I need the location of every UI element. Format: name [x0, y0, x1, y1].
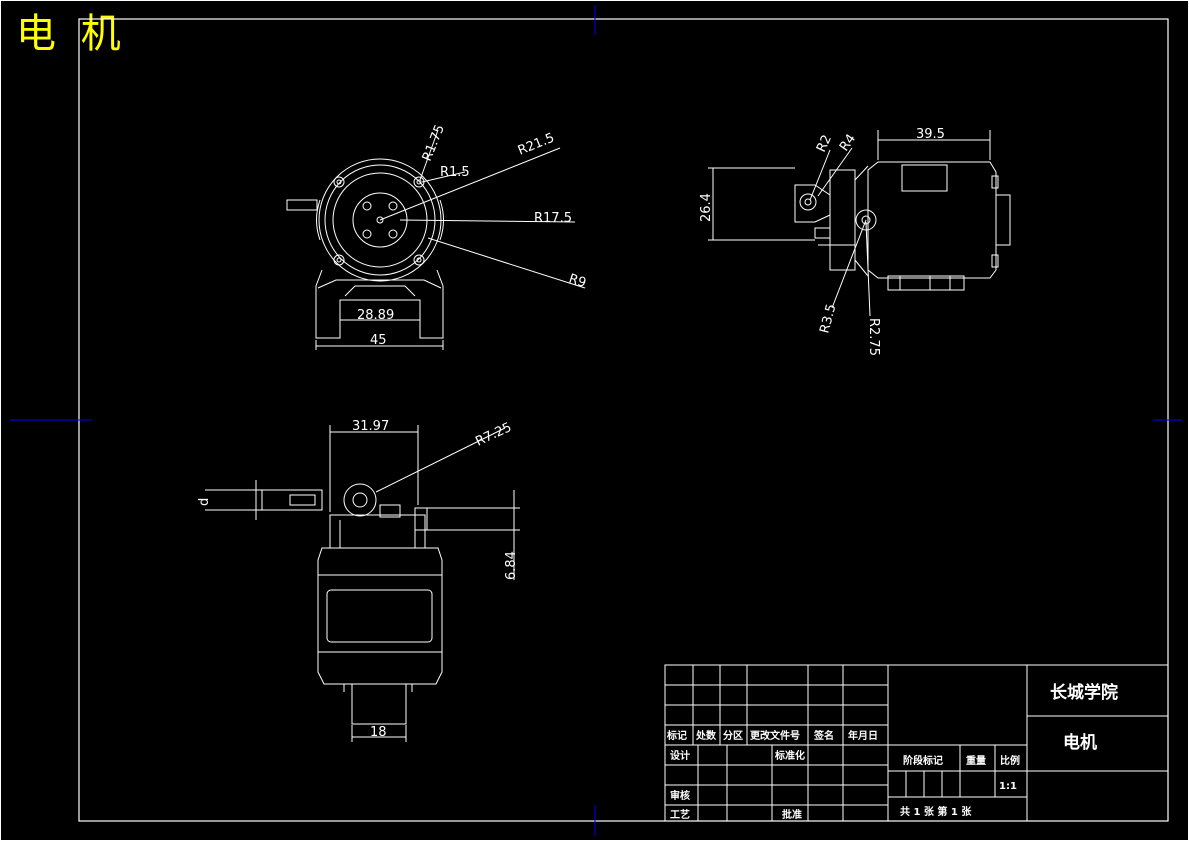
dim-d: d — [197, 498, 212, 506]
dim-r275: R2.75 — [866, 318, 881, 356]
dim-r725: R7.25 — [473, 420, 514, 450]
tb-sign: 签名 — [813, 729, 834, 742]
dim-r2: R2 — [814, 133, 835, 155]
title-block — [664, 664, 1169, 822]
tb-date: 年月日 — [848, 729, 878, 742]
dim-45: 45 — [370, 333, 387, 348]
top-view-dims: 31.97 R7.25 d 6.84 18 — [197, 419, 519, 740]
tb-mark: 标记 — [666, 729, 687, 742]
dim-r15: R1.5 — [440, 165, 470, 180]
tb-school: 长城学院 — [1050, 682, 1118, 703]
tb-scale: 比例 — [1000, 754, 1020, 767]
dim-r4: R4 — [837, 132, 859, 155]
dim-r9: R9 — [567, 272, 588, 292]
tb-standardize: 标准化 — [774, 749, 805, 762]
tb-zone: 分区 — [723, 729, 743, 742]
dim-3197: 31.97 — [352, 419, 389, 434]
tb-design: 设计 — [670, 749, 690, 762]
side-view — [708, 130, 1011, 317]
title-block-text: 标记 处数 分区 更改文件号 签名 年月日 设计 标准化 审核 工艺 批准 阶段… — [666, 682, 1118, 821]
tb-weight: 重量 — [966, 754, 986, 767]
drawing-frame — [78, 18, 1169, 822]
front-view — [286, 129, 586, 350]
drawing-heading: 电 机 — [16, 11, 127, 57]
dim-r35: R3.5 — [817, 302, 839, 335]
dim-264: 26.4 — [699, 193, 714, 222]
front-view-dims: R1.75 R1.5 R21.5 R17.5 R9 28.89 45 — [357, 123, 588, 348]
dim-r175: R1.75 — [420, 123, 448, 164]
tb-review: 审核 — [670, 789, 690, 802]
tb-approve: 批准 — [782, 808, 802, 821]
top-view — [205, 425, 520, 742]
tb-part-name: 电机 — [1063, 732, 1097, 753]
tb-process: 工艺 — [670, 808, 690, 821]
tb-sheets: 共 1 张 第 1 张 — [900, 805, 972, 818]
dim-684: 6.84 — [504, 551, 519, 580]
dim-395: 39.5 — [916, 127, 945, 142]
dim-r215: R21.5 — [516, 131, 557, 159]
center-marks — [10, 5, 1182, 836]
side-view-dims: 39.5 R2 R4 26.4 R3.5 R2.75 — [699, 127, 945, 356]
dim-18: 18 — [370, 725, 387, 740]
tb-count: 处数 — [695, 729, 717, 742]
dim-r175b: R17.5 — [534, 211, 572, 226]
tb-stage-mark: 阶段标记 — [903, 754, 943, 767]
tb-change-doc: 更改文件号 — [750, 729, 800, 742]
dim-2889: 28.89 — [357, 308, 394, 323]
tb-scale-value: 1:1 — [999, 781, 1017, 792]
